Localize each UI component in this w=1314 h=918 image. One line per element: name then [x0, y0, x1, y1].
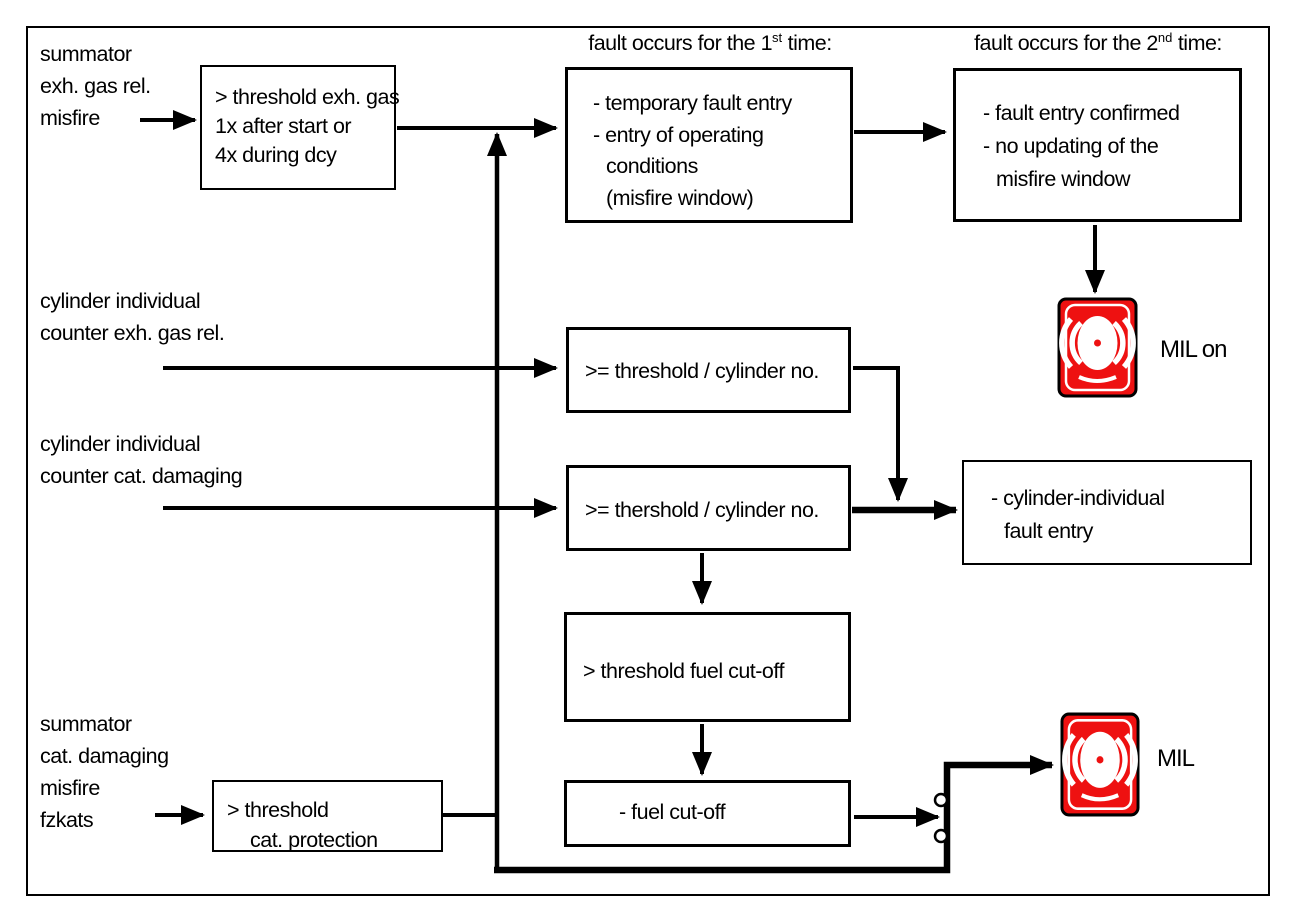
- lamp-inner-frame: [1064, 303, 1131, 392]
- label-line: cat. damaging: [40, 744, 169, 768]
- flow-box-fuel-cutoff: - fuel cut-off: [564, 780, 851, 847]
- mil-on-label: MIL on: [1160, 336, 1227, 363]
- heading-text: fault occurs for the 1: [588, 31, 773, 55]
- lamp-inner-frame: [1067, 719, 1133, 810]
- heading-text: time:: [782, 31, 833, 55]
- box-line: - fuel cut-off: [619, 800, 726, 824]
- label-line: cylinder individual: [40, 432, 201, 456]
- input-label-cyl-counter-exh: cylinder individual counter exh. gas rel…: [40, 285, 225, 349]
- flow-box-cylinder-individual-fault: - cylinder-individual fault entry: [962, 460, 1252, 565]
- mil-lamp-icon: [1060, 712, 1140, 817]
- flow-box-fault-entry-confirmed: - fault entry confirmed - no updating of…: [953, 68, 1242, 222]
- box-line: - fault entry confirmed: [983, 101, 1180, 125]
- box-line: > threshold fuel cut-off: [583, 659, 784, 683]
- lamp-dot: [1096, 756, 1104, 764]
- heading-superscript: st: [772, 30, 783, 45]
- label-line: summator: [40, 712, 132, 736]
- box-line: > threshold exh. gas: [215, 85, 400, 109]
- line-hop-upper: [933, 792, 949, 808]
- label-line: counter cat. damaging: [40, 464, 243, 488]
- box-line: misfire window: [996, 167, 1130, 191]
- sound-wave-arcs: [1059, 317, 1136, 369]
- input-label-exh-gas-misfire: summator exh. gas rel. misfire: [40, 38, 151, 134]
- line-hop-lower: [933, 828, 949, 844]
- heading-second-fault: fault occurs for the 2nd time:: [948, 30, 1248, 56]
- flow-box-temporary-fault-entry: - temporary fault entry - entry of opera…: [565, 67, 853, 223]
- flow-box-threshold-exh-gas: > threshold exh. gas 1x after start or 4…: [200, 65, 400, 190]
- label-line: exh. gas rel.: [40, 74, 151, 98]
- label-line: cylinder individual: [40, 289, 201, 313]
- sound-wave-arcs: [1062, 732, 1138, 787]
- flow-box-threshold-cylinder-cat: >= thershold / cylinder no.: [566, 465, 851, 551]
- line-bottom-to-mil: [494, 755, 1054, 874]
- flow-box-threshold-fuel-cutoff: > threshold fuel cut-off: [564, 612, 851, 722]
- box-line: >= threshold / cylinder no.: [585, 359, 819, 383]
- box-line: - cylinder-individual: [991, 486, 1165, 510]
- box-line: - temporary fault entry: [593, 91, 792, 115]
- box-line: conditions: [606, 154, 698, 178]
- label-line: fzkats: [40, 808, 94, 832]
- mil-label: MIL: [1157, 745, 1195, 772]
- box-line: >= thershold / cylinder no.: [585, 498, 819, 522]
- heading-text: fault occurs for the 2: [974, 31, 1158, 55]
- box-line: 4x during dcy: [215, 143, 337, 167]
- box-line: fault entry: [1004, 519, 1093, 543]
- box-line: - no updating of the: [983, 134, 1159, 158]
- lamp-bottom-arc: [1080, 793, 1120, 802]
- arrow-threshold-exh-to-junction: [853, 366, 908, 502]
- box-line: (misfire window): [606, 185, 754, 210]
- heading-text: time:: [1172, 31, 1223, 55]
- diagram-border: [26, 26, 1270, 896]
- label-line: summator: [40, 42, 132, 66]
- box-line: 1x after start or: [215, 114, 352, 138]
- box-line: - entry of operating: [593, 122, 764, 147]
- lamp-bottom-arc: [1078, 375, 1117, 383]
- box-line: > threshold: [227, 798, 329, 822]
- flow-box-threshold-cat-protection: > threshold cat. protection: [212, 780, 443, 852]
- label-line: counter exh. gas rel.: [40, 321, 225, 345]
- lamp-dot: [1094, 339, 1101, 347]
- box-line: cat. protection: [250, 828, 378, 852]
- label-line: misfire: [40, 776, 100, 800]
- input-label-cyl-counter-cat: cylinder individual counter cat. damagin…: [40, 428, 243, 492]
- heading-first-fault: fault occurs for the 1st time:: [560, 30, 860, 56]
- flow-box-threshold-cylinder-exh: >= threshold / cylinder no.: [566, 327, 851, 413]
- heading-superscript: nd: [1157, 30, 1173, 45]
- input-label-cat-damaging-misfire: summator cat. damaging misfire fzkats: [40, 708, 169, 836]
- label-line: misfire: [40, 106, 100, 130]
- mil-lamp-icon: [1057, 297, 1138, 398]
